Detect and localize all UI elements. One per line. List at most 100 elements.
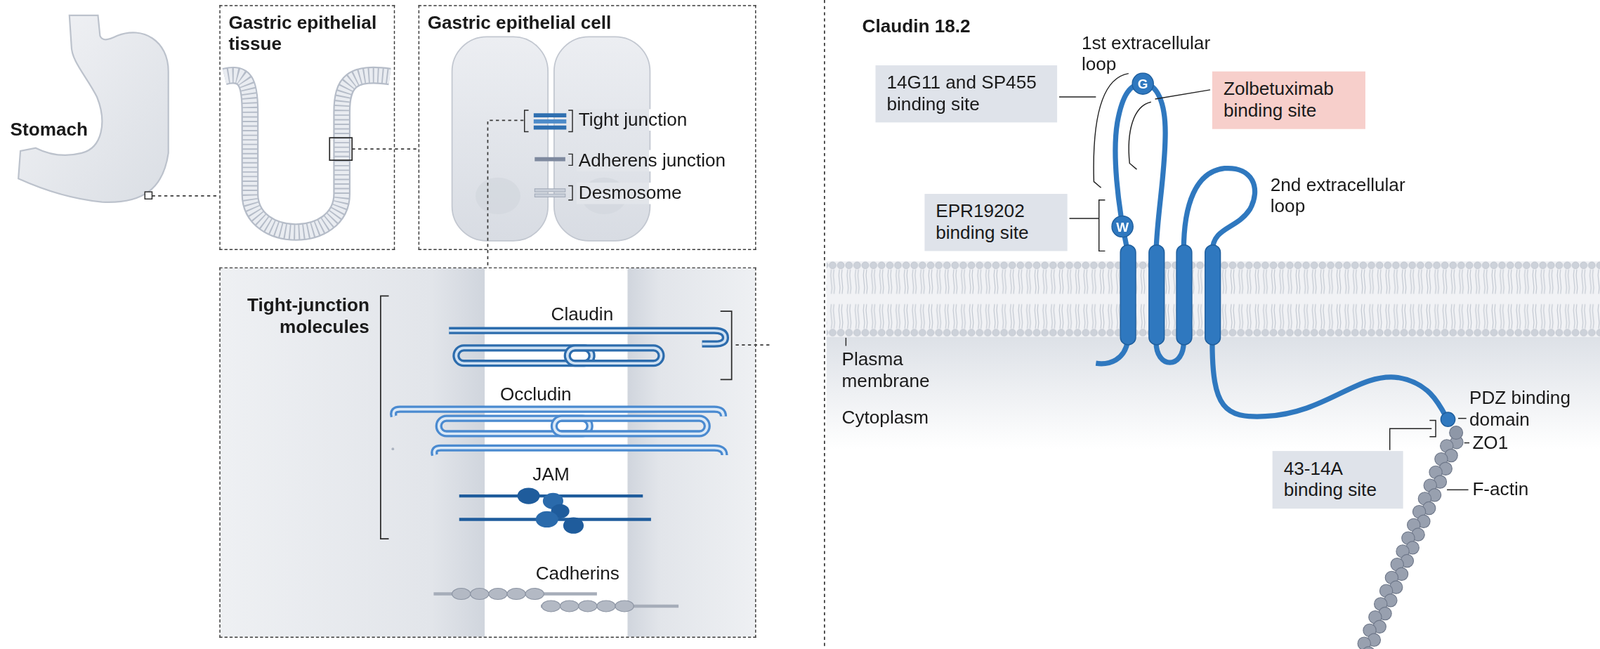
transmembrane-helix bbox=[1120, 245, 1136, 345]
occludin-strand bbox=[434, 448, 725, 456]
binding-bracket bbox=[1093, 73, 1129, 189]
cadherin-domain bbox=[541, 600, 560, 612]
residue-circle-shape bbox=[1111, 215, 1133, 237]
intracellular-loop bbox=[1156, 342, 1184, 363]
cadherin-domain bbox=[470, 588, 489, 600]
cadherin-domain bbox=[560, 600, 579, 612]
actin-monomer bbox=[1361, 646, 1375, 649]
panel-separator bbox=[823, 0, 826, 649]
region-label: Cytoplasm bbox=[842, 407, 930, 430]
loop-label: 2nd extracellular loop bbox=[1270, 174, 1414, 218]
leader-line bbox=[1389, 428, 1433, 451]
binding-bracket bbox=[1429, 420, 1436, 437]
binding-site-box: 14G11 and SP455 binding site bbox=[875, 65, 1058, 123]
cadherin-domain bbox=[525, 588, 544, 600]
binding-site-box: Zolbetuximab binding site bbox=[1212, 71, 1366, 129]
zoom-leader bbox=[351, 148, 395, 150]
extracellular-loop bbox=[1183, 168, 1255, 252]
occludin-loop bbox=[554, 418, 708, 435]
molecules-panel: Tight-junction molecules bbox=[219, 267, 756, 638]
cadherin-domain bbox=[452, 588, 471, 600]
tight-junction-strand bbox=[533, 125, 567, 130]
transmembrane-helix bbox=[1149, 245, 1165, 345]
junction-label: Tight junction bbox=[576, 108, 690, 131]
zoom-square bbox=[329, 137, 352, 161]
transmembrane-helix bbox=[1176, 245, 1192, 345]
leader-line bbox=[1446, 489, 1469, 491]
leader-line bbox=[1155, 89, 1211, 100]
protein-label: ZO1 bbox=[1472, 432, 1508, 455]
junction-label: Desmosome bbox=[576, 182, 685, 205]
molecule-label: Claudin bbox=[551, 304, 614, 326]
residue-circle-shape bbox=[1132, 73, 1154, 95]
panel-heading: Claudin 18.2 bbox=[862, 16, 971, 38]
nucleus bbox=[475, 177, 521, 215]
molecule-label: Cadherins bbox=[535, 563, 620, 586]
node-text: Tight-junction molecules bbox=[226, 294, 370, 338]
zoom-square bbox=[144, 191, 152, 199]
pdz-binding-domain bbox=[1440, 412, 1455, 427]
transmembrane-helix bbox=[1205, 245, 1221, 345]
tight-junction-strand bbox=[533, 119, 567, 124]
leader-line bbox=[1059, 96, 1096, 97]
molecule-label: JAM bbox=[532, 464, 569, 487]
dot bbox=[391, 447, 395, 451]
claudin-strand bbox=[448, 330, 726, 345]
node-text: Gastric epithelial tissue bbox=[220, 6, 395, 62]
binding-bracket bbox=[1099, 200, 1106, 252]
residue-circle: W bbox=[1111, 215, 1134, 239]
node-text: 14G11 and SP455 binding site bbox=[886, 72, 1046, 116]
leader-line bbox=[1069, 217, 1100, 219]
node-text: Gastric epithelial cell bbox=[419, 6, 756, 41]
bracket bbox=[568, 153, 573, 166]
dashed-connector bbox=[394, 148, 418, 150]
bracket bbox=[720, 311, 732, 380]
desmosome bbox=[534, 188, 566, 192]
extracellular-loop bbox=[1115, 83, 1166, 251]
membrane-panel bbox=[220, 268, 485, 637]
leader-line bbox=[1458, 417, 1467, 419]
epithelium-cells bbox=[224, 75, 390, 232]
node-text: EPR19202 binding site bbox=[935, 200, 1056, 244]
junction-label: Adherens junction bbox=[576, 150, 728, 173]
zo1-protein bbox=[1449, 426, 1464, 440]
binding-site-box: 43-14A binding site bbox=[1272, 450, 1404, 508]
leader-line bbox=[845, 337, 847, 347]
cadherin-domain bbox=[488, 588, 508, 600]
residue-letter: G bbox=[1137, 77, 1149, 91]
membrane-panel bbox=[627, 268, 756, 637]
molecule-label: Occludin bbox=[500, 383, 572, 406]
bracket bbox=[524, 110, 529, 133]
binding-site-box: EPR19202 binding site bbox=[924, 193, 1067, 251]
epithelial-cell bbox=[452, 36, 549, 241]
claudin-loop bbox=[567, 347, 662, 364]
claudin-strand bbox=[448, 330, 726, 345]
dashed-connector bbox=[487, 250, 489, 268]
desmosome bbox=[534, 193, 566, 197]
loop-label: 1st extracellular loop bbox=[1081, 32, 1220, 76]
bracket bbox=[380, 295, 390, 539]
n-terminus bbox=[1095, 342, 1128, 364]
cytoplasm-shade bbox=[826, 336, 1600, 449]
occludin-strand bbox=[434, 448, 725, 456]
jam-domain bbox=[563, 517, 584, 534]
zoom-leader bbox=[487, 120, 524, 249]
adherens-junction bbox=[534, 157, 566, 162]
occludin-loop bbox=[554, 418, 708, 435]
cadherin-domains bbox=[452, 588, 635, 612]
binding-bracket bbox=[1128, 101, 1152, 170]
epithelial-cell bbox=[554, 36, 651, 241]
bracket bbox=[568, 185, 573, 200]
leader-line bbox=[1464, 442, 1470, 444]
node-text: 43-14A binding site bbox=[1283, 457, 1393, 501]
organ-label: Stomach bbox=[10, 119, 88, 142]
cadherin-domain bbox=[615, 600, 634, 612]
jam-domain bbox=[517, 487, 541, 504]
jam-domain bbox=[535, 511, 559, 528]
node-text: Zolbetuximab binding site bbox=[1223, 78, 1355, 122]
cadherin-domain bbox=[578, 600, 598, 612]
epithelium-band bbox=[224, 75, 390, 232]
